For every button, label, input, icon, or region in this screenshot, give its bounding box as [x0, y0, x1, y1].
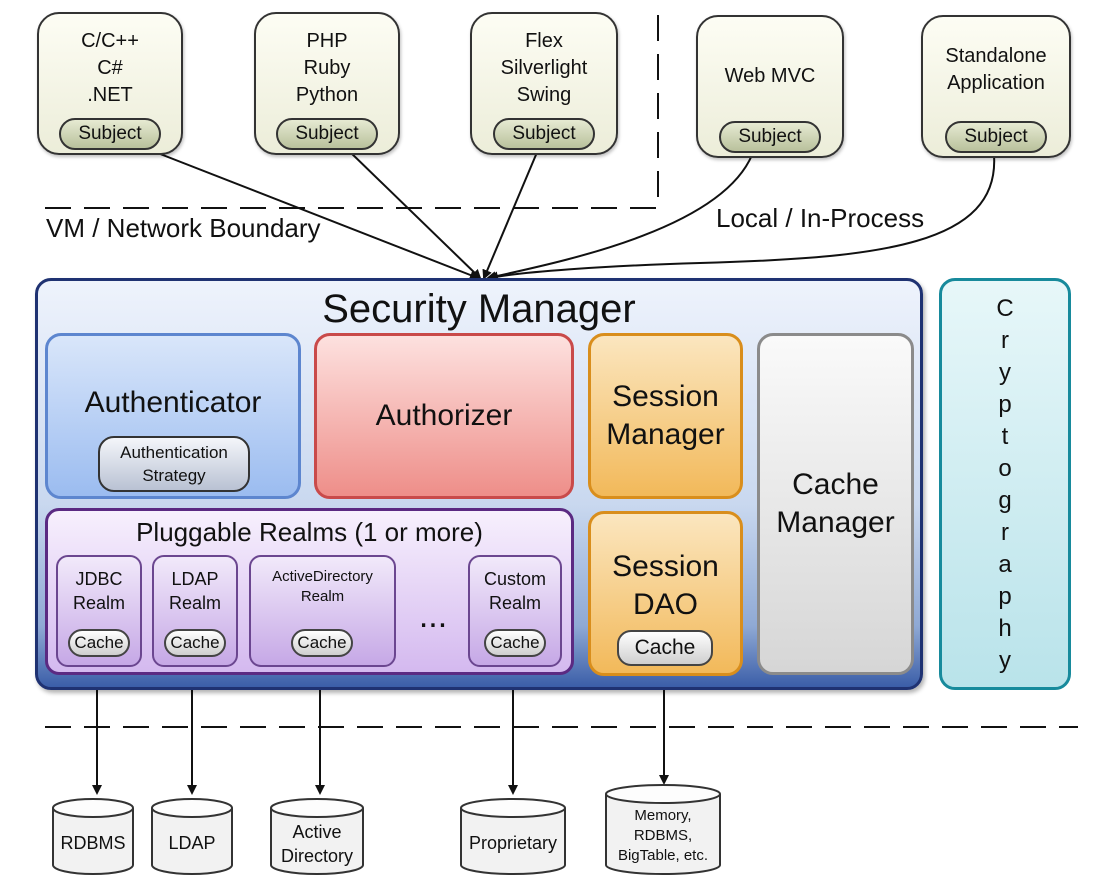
cryptography-letter: y	[999, 647, 1011, 674]
subject-pill-standalone: Subject	[945, 121, 1047, 153]
cryptography-letter: g	[998, 487, 1012, 514]
arrow-php-to-security-manager	[347, 149, 482, 280]
client-box-php: PHP Ruby Python Subject	[254, 12, 400, 155]
arrow-flex-to-security-manager	[482, 149, 539, 280]
pluggable-realms-box: Pluggable Realms (1 or more) JDBC Realm …	[45, 508, 574, 675]
client-label-cpp: C/C++ C# .NET	[81, 30, 139, 106]
session-dao-label: Session DAO	[612, 550, 719, 621]
cryptography-letter: o	[998, 455, 1012, 482]
authenticator-label: Authenticator	[84, 386, 262, 419]
cryptography-letter: p	[998, 391, 1012, 418]
cryptography-letter: r	[1001, 327, 1009, 354]
pluggable-realms-title: Pluggable Realms (1 or more)	[136, 517, 483, 547]
network-boundary-label: VM / Network Boundary	[46, 213, 321, 243]
subject-pill-php: Subject	[276, 118, 378, 150]
cache-manager-label: Cache Manager	[776, 468, 895, 539]
cryptography-letter: h	[998, 615, 1012, 642]
cryptography-letter: r	[1001, 519, 1009, 546]
session-dao-cache-pill: Cache	[617, 630, 713, 666]
subject-pill-flex: Subject	[493, 118, 595, 150]
cryptography-letter: a	[998, 551, 1012, 578]
realm-cache-activedirectory: Cache	[291, 629, 353, 657]
realm-label-custom: Custom Realm	[483, 569, 546, 613]
client-label-webmvc: Web MVC	[724, 65, 816, 87]
client-box-cpp: C/C++ C# .NET Subject	[37, 12, 183, 155]
authentication-strategy-pill: Authentication Strategy	[98, 436, 250, 492]
datastore-cylinder-proprietary	[460, 798, 566, 875]
cache-manager-box: Cache Manager	[757, 333, 914, 675]
datastore-label-rdbms: RDBMS	[60, 833, 126, 853]
datastore-label-proprietary: Proprietary	[468, 833, 558, 853]
network-boundary-line	[45, 15, 659, 209]
client-label-php: PHP Ruby Python	[295, 30, 359, 106]
realm-custom: Custom Realm Cache	[468, 555, 562, 667]
arrow-standalone-to-security-manager	[488, 154, 996, 282]
cryptography-letter: C	[996, 295, 1014, 322]
session-manager-box: Session Manager	[588, 333, 743, 499]
datastore-cylinder-memory	[605, 784, 721, 875]
client-box-standalone: Standalone Application Subject	[921, 15, 1071, 158]
authorizer-label: Authorizer	[375, 399, 513, 432]
datastore-cylinder-active-directory	[270, 798, 364, 875]
realm-jdbc: JDBC Realm Cache	[56, 555, 142, 667]
security-manager-title: Security Manager	[322, 287, 636, 331]
datastore-label-active-directory: Active Directory	[280, 822, 353, 866]
authorizer-box: Authorizer	[314, 333, 574, 499]
realm-activedirectory: ActiveDirectory Realm Cache	[249, 555, 396, 667]
client-label-standalone: Standalone Application	[945, 45, 1047, 94]
realm-cache-jdbc: Cache	[68, 629, 130, 657]
cryptography-letter: p	[998, 583, 1012, 610]
realms-ellipsis: ...	[418, 597, 448, 635]
cryptography-letter: y	[999, 359, 1011, 386]
session-dao-box: Session DAO Cache	[588, 511, 743, 676]
datastore-label-ldap: LDAP	[168, 833, 216, 853]
realm-label-activedirectory: ActiveDirectory Realm	[272, 568, 373, 605]
datastore-cylinder-rdbms	[52, 798, 134, 875]
realm-cache-ldap: Cache	[164, 629, 226, 657]
authenticator-box: Authenticator Authentication Strategy	[45, 333, 301, 499]
client-box-flex: Flex Silverlight Swing Subject	[470, 12, 618, 155]
cryptography-letter: t	[1001, 423, 1009, 450]
realm-label-ldap: LDAP Realm	[168, 569, 221, 613]
client-box-webmvc: Web MVC Subject	[696, 15, 844, 158]
datastore-label-memory: Memory, RDBMS, BigTable, etc.	[617, 807, 709, 864]
realm-cache-custom: Cache	[484, 629, 546, 657]
datastore-cylinder-ldap	[151, 798, 233, 875]
arrow-cpp-to-security-manager	[149, 149, 480, 280]
local-boundary-label: Local / In-Process	[716, 203, 925, 233]
realm-label-jdbc: JDBC Realm	[72, 569, 125, 613]
subject-pill-cpp: Subject	[59, 118, 161, 150]
subject-pill-webmvc: Subject	[719, 121, 821, 153]
realm-ldap: LDAP Realm Cache	[152, 555, 238, 667]
arrow-webmvc-to-security-manager	[486, 154, 753, 282]
session-manager-label: Session Manager	[606, 380, 725, 451]
client-label-flex: Flex Silverlight Swing	[500, 30, 588, 106]
